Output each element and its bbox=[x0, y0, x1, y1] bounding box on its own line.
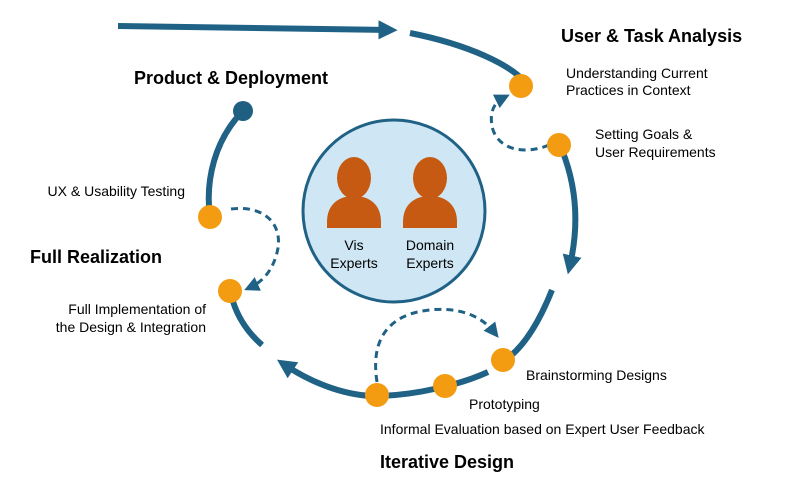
step-understanding-line1: Understanding Current bbox=[566, 65, 708, 81]
step-ux-testing: UX & Usability Testing bbox=[48, 183, 185, 199]
node-setting-goals bbox=[547, 133, 571, 157]
feedback-loop-design bbox=[374, 307, 499, 383]
step-goals-line2: User Requirements bbox=[595, 144, 716, 160]
phase-iterative-design: Iterative Design bbox=[380, 452, 514, 472]
cycle-arc-realization bbox=[228, 293, 265, 348]
entry-arrow bbox=[117, 20, 398, 40]
experts-circle: Vis Experts Domain Experts bbox=[301, 118, 487, 304]
feedback-loop-analysis bbox=[489, 94, 550, 152]
cycle-arc-analysis bbox=[409, 30, 528, 85]
step-brainstorming: Brainstorming Designs bbox=[526, 367, 667, 383]
node-prototyping bbox=[433, 374, 457, 398]
step-goals-line1: Setting Goals & bbox=[595, 126, 693, 142]
step-implementation-line1: Full Implementation of bbox=[68, 301, 206, 317]
vis-experts-label-line1: Vis bbox=[344, 237, 363, 253]
step-informal-evaluation: Informal Evaluation based on Expert User… bbox=[380, 421, 706, 437]
node-full-implementation bbox=[218, 279, 242, 303]
step-understanding-line2: Practices in Context bbox=[566, 82, 691, 98]
phase-product-deployment: Product & Deployment bbox=[134, 68, 328, 88]
phase-full-realization: Full Realization bbox=[30, 247, 162, 267]
person-icon bbox=[327, 157, 381, 228]
cycle-arc-design bbox=[506, 288, 555, 361]
feedback-loop-realization bbox=[230, 206, 280, 291]
domain-experts-label-line1: Domain bbox=[406, 237, 454, 253]
domain-experts-label-line2: Experts bbox=[406, 255, 453, 271]
cycle-arc-to-design bbox=[559, 148, 582, 275]
node-understanding bbox=[509, 74, 533, 98]
vis-experts-label-line2: Experts bbox=[330, 255, 377, 271]
cycle-arc-to-deployment bbox=[205, 109, 245, 218]
node-ux-testing bbox=[198, 205, 222, 229]
node-informal-evaluation bbox=[365, 383, 389, 407]
step-prototyping: Prototyping bbox=[469, 396, 540, 412]
step-implementation-line2: the Design & Integration bbox=[56, 319, 206, 335]
phase-user-task-analysis: User & Task Analysis bbox=[561, 26, 742, 46]
node-deployment-end bbox=[233, 101, 253, 121]
person-icon bbox=[403, 157, 457, 228]
node-brainstorming bbox=[491, 348, 515, 372]
